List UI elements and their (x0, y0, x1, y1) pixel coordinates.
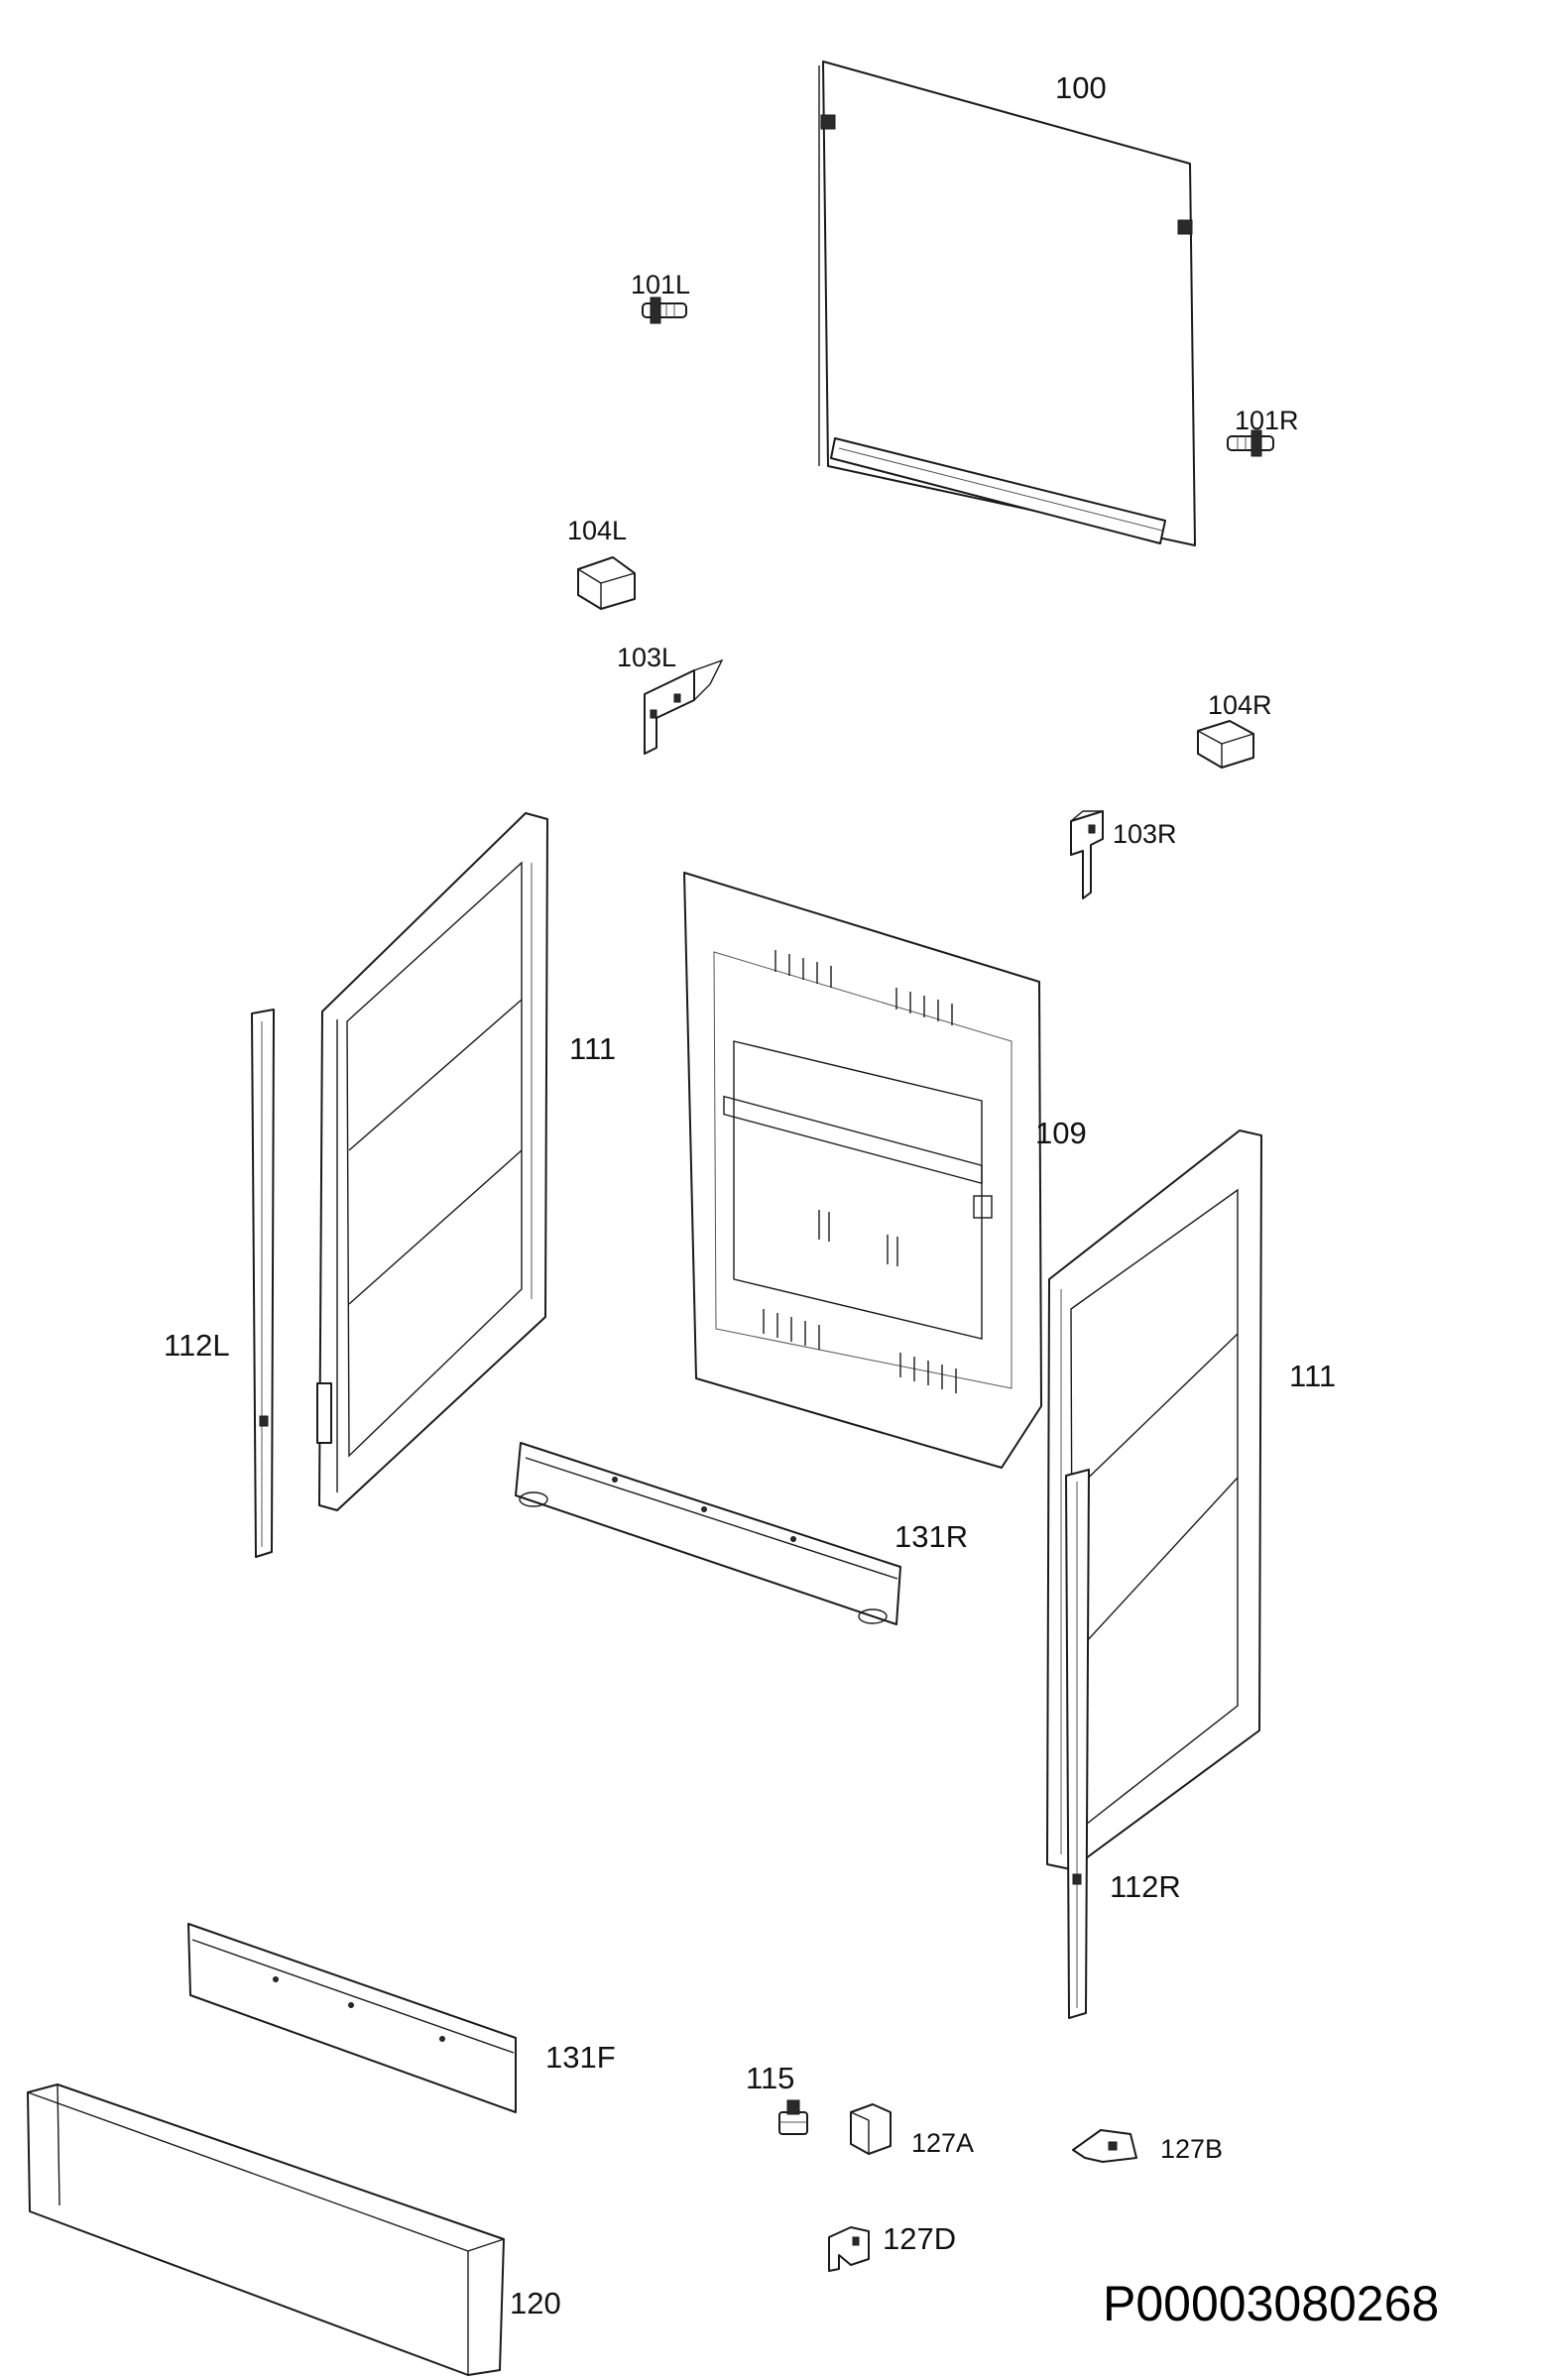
part-127B-bracket (1072, 2129, 1137, 2163)
part-109-panel (683, 872, 1042, 1469)
label-111-left: 111 (569, 1031, 616, 1066)
label-131F: 131F (545, 2040, 616, 2075)
vent-slots-bottom (763, 1309, 957, 1393)
label-112R: 112R (1110, 1869, 1181, 1904)
label-115: 115 (746, 2061, 794, 2095)
label-104R: 104R (1208, 690, 1272, 720)
label-127B: 127B (1160, 2134, 1223, 2164)
part-101R-screw (1227, 429, 1274, 457)
label-101R: 101R (1235, 406, 1299, 435)
label-101L: 101L (631, 270, 690, 299)
label-103L: 103L (617, 643, 676, 672)
label-127D: 127D (883, 2221, 956, 2256)
part-101L-screw (642, 297, 687, 324)
part-111-left-side-frame (316, 812, 548, 1511)
label-112L: 112L (164, 1328, 230, 1363)
part-103R-bracket (1070, 810, 1104, 899)
vent-slots-top (774, 950, 953, 1025)
label-127A: 127A (911, 2128, 974, 2158)
part-104R-block (1197, 720, 1254, 769)
part-112R-strip (1065, 1469, 1090, 2019)
label-100: 100 (1055, 70, 1107, 105)
part-100-rear-panel (818, 60, 1196, 546)
document-number: P00003080268 (1103, 2276, 1439, 2331)
part-131R-bar (515, 1442, 901, 1625)
part-112L-strip (251, 1009, 275, 1558)
label-109: 109 (1035, 1116, 1087, 1150)
label-104L: 104L (567, 516, 627, 545)
part-120-kick-plate (27, 2083, 505, 2376)
label-111-right: 111 (1289, 1359, 1336, 1393)
label-131R: 131R (894, 1519, 968, 1554)
part-104L-block (577, 556, 636, 610)
part-115-foot (778, 2099, 808, 2135)
part-127A-clip (850, 2103, 892, 2155)
part-131F-bar (187, 1923, 517, 2113)
label-120: 120 (510, 2286, 561, 2320)
part-103L-bracket (644, 658, 724, 755)
label-103R: 103R (1113, 819, 1177, 849)
part-127D-clip (828, 2226, 870, 2272)
